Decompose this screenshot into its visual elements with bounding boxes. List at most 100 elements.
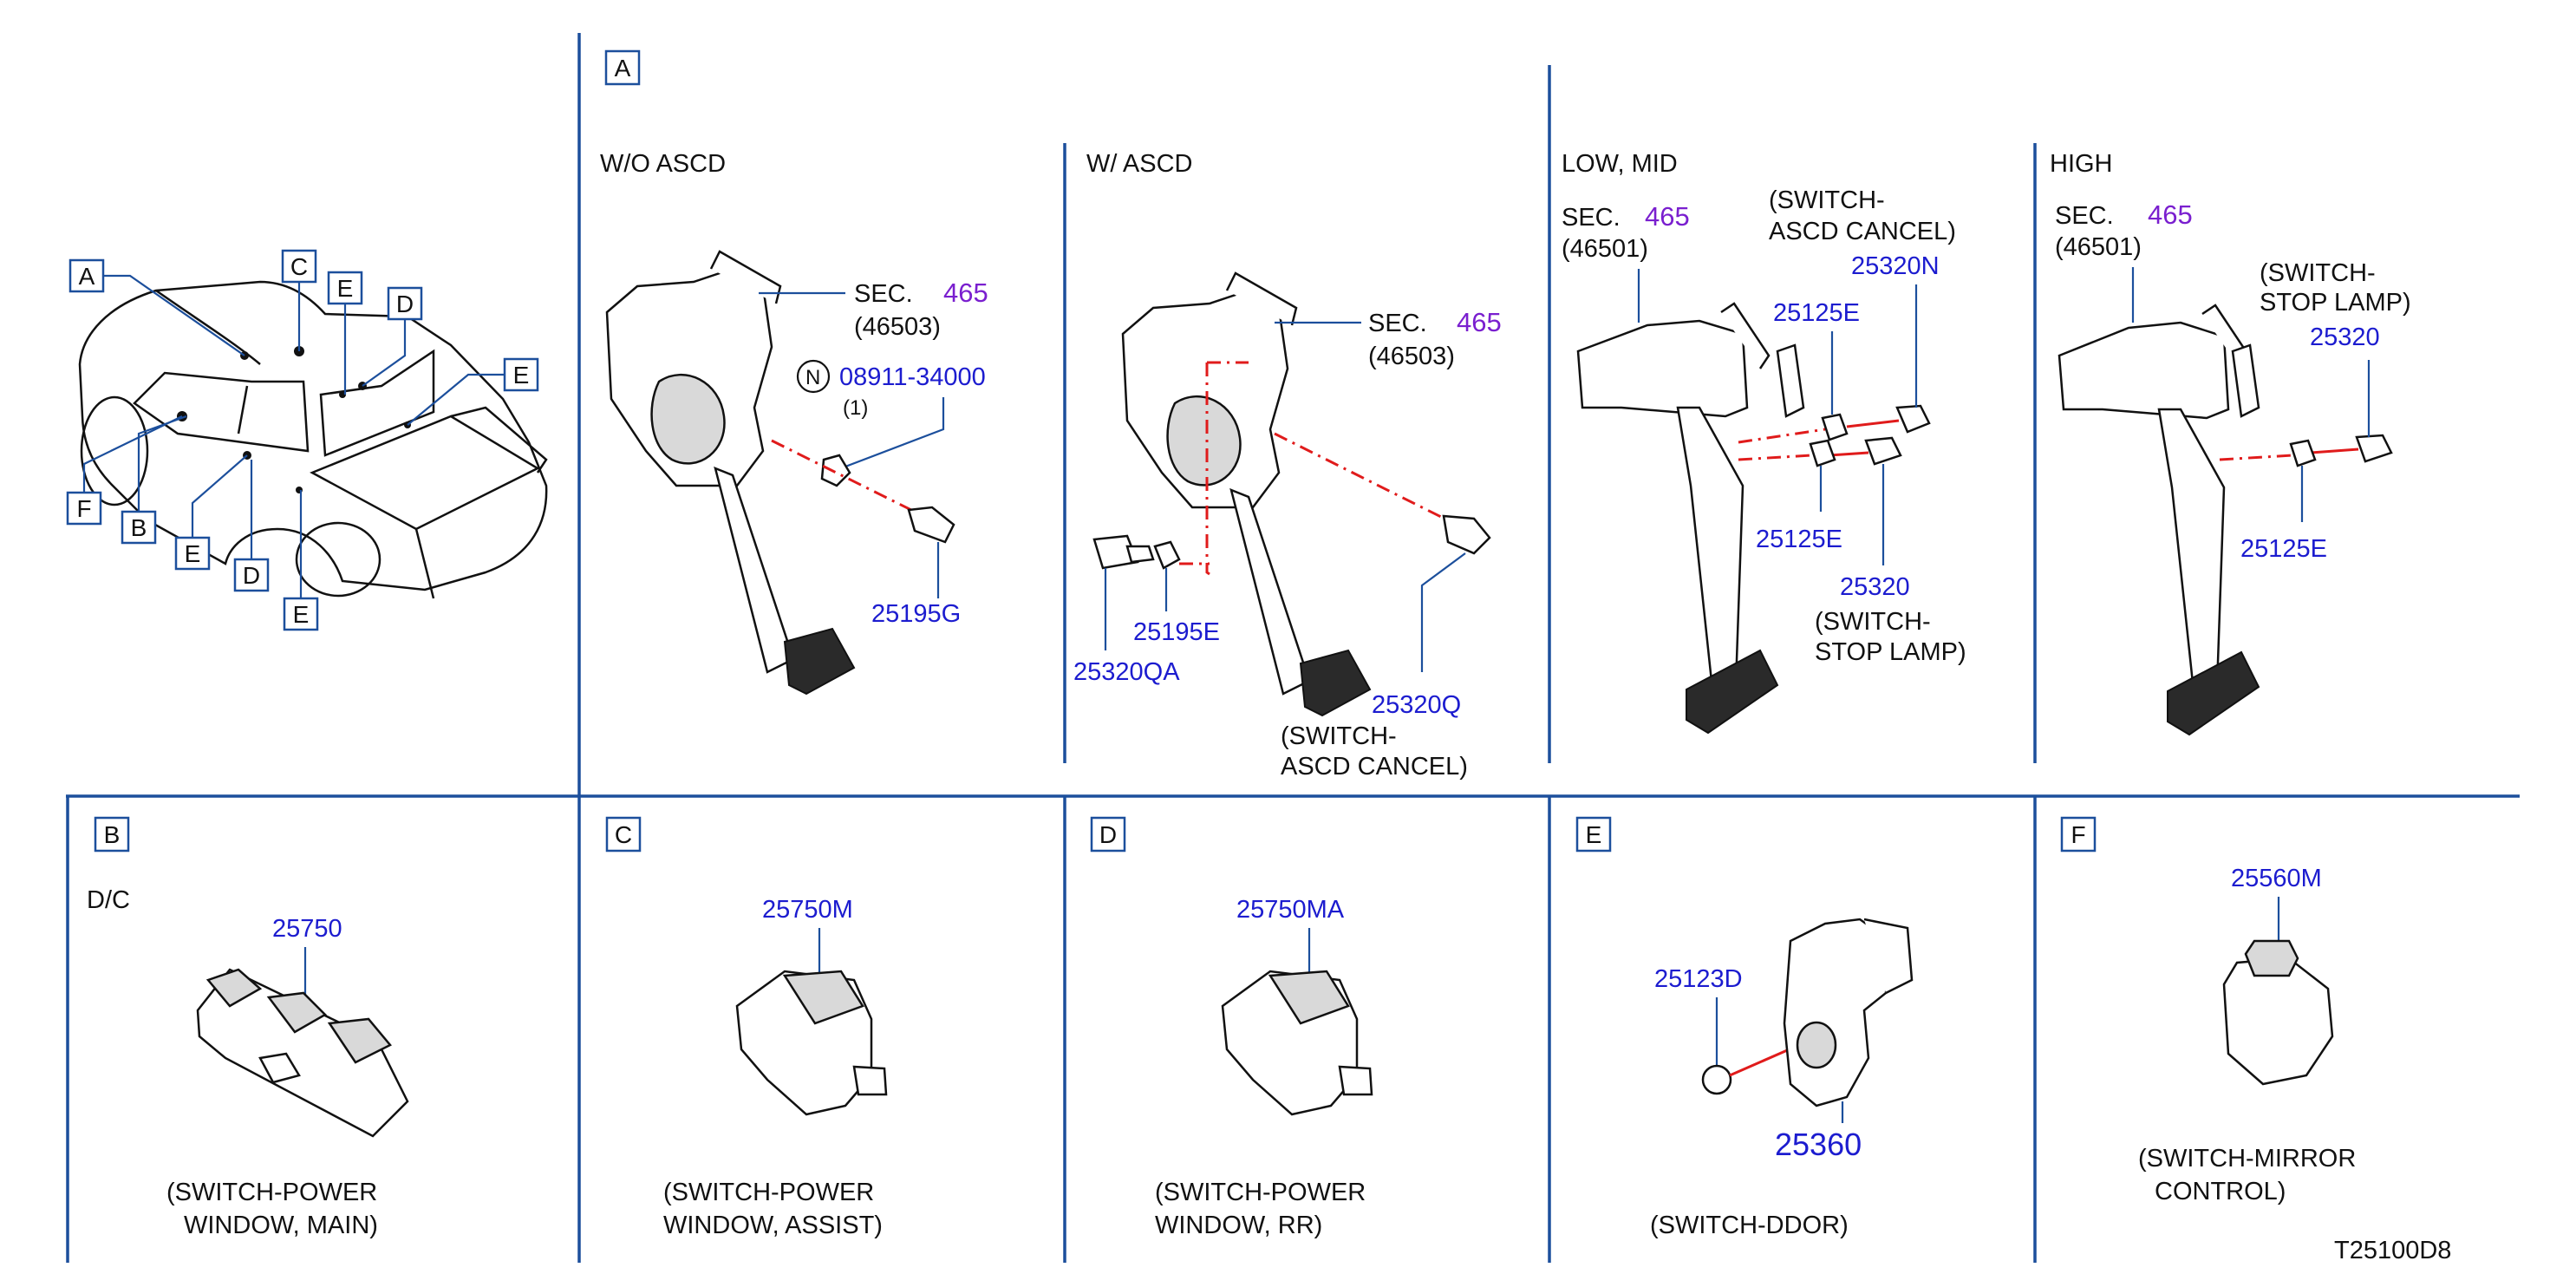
car-front-door-window (133, 371, 310, 453)
w-ascd-pedal-pad (1299, 649, 1372, 717)
callout-f: F (66, 491, 102, 526)
car-pillar (237, 385, 249, 434)
w-ascd-pedal-arm (1229, 487, 1311, 696)
panel-f-letter-box (2060, 816, 2097, 853)
w-ascd-part-25195e: 25195E (1133, 618, 1220, 646)
high-sec-ref: (46501) (2055, 233, 2142, 261)
low-mid-pedal-bracket (1576, 319, 1749, 418)
low-mid-part-25320n: 25320N (1851, 252, 1940, 280)
low-mid-note-line2: ASCD CANCEL) (1769, 218, 1956, 245)
section-high: HIGH SEC. 465 (46501) (SWITCH- STOP LAMP… (2050, 150, 2411, 736)
svg-text:E: E (185, 540, 201, 567)
w-ascd-sec-number: 465 (1457, 307, 1502, 337)
panel-f-caption-line2: CONTROL) (2155, 1178, 2286, 1205)
panel-f-mirror-switch-body (2222, 957, 2334, 1086)
high-pedal-arm (2157, 408, 2226, 693)
low-mid-sec-ref: (46501) (1562, 235, 1648, 263)
panel-a-letter-box (604, 49, 641, 86)
overview-leaders (82, 274, 505, 598)
panel-c-part-number: 25750M (762, 896, 853, 924)
panel-c-connector-tab (852, 1065, 888, 1096)
high-pedal-pad (2167, 650, 2260, 736)
wo-ascd-sec-number: 465 (943, 278, 988, 308)
low-mid-part-25125e-top: 25125E (1773, 299, 1860, 327)
vehicle-overview (78, 280, 548, 599)
callout-d-lower: D (233, 558, 270, 592)
panel-f-mirror-knob (2244, 939, 2299, 977)
w-ascd-spring (1166, 395, 1242, 487)
wo-ascd-spring (650, 373, 726, 465)
panel-c-caption-line1: (SWITCH-POWER (663, 1179, 874, 1206)
low-mid-part-25125e-bottom: 25125E (1756, 526, 1842, 553)
panel-b-part-number: 25750 (272, 915, 342, 943)
panel-b-lock-button (258, 1052, 301, 1084)
panel-e-caption-line1: (SWITCH-DDOR) (1650, 1212, 1849, 1239)
w-ascd-sec-label: SEC. (1368, 310, 1427, 337)
wo-ascd-part-25195g: 25195G (871, 600, 961, 628)
section-low-mid: LOW, MID SEC. 465 (46501) (SWITCH- ASCD … (1562, 150, 1966, 735)
callout-b: B (121, 510, 157, 545)
panel-d-caption-line2: WINDOW, RR) (1155, 1212, 1322, 1239)
svg-text:E: E (293, 601, 310, 628)
wo-ascd-nut (820, 454, 851, 487)
panel-b-switch-button-3 (327, 1017, 392, 1064)
callout-e-right: E (503, 357, 539, 392)
panel-d: D 25750MA (SWITCH-POWER WINDOW, RR) (1090, 816, 1373, 1239)
high-heading: HIGH (2050, 150, 2113, 178)
panel-frame-lines (66, 33, 2520, 1263)
svg-text:D: D (243, 562, 260, 589)
low-mid-stop-bracket (1776, 343, 1805, 418)
car-bed-rail (450, 406, 548, 474)
w-ascd-heading: W/ ASCD (1086, 150, 1192, 178)
panel-e-screw-part-number: 25123D (1654, 965, 1743, 993)
panel-e-door-switch-bracket (1863, 918, 1914, 995)
w-ascd-switch-plunger (1125, 545, 1155, 564)
svg-text:F: F (76, 495, 91, 522)
panel-c-caption-line2: WINDOW, ASSIST) (663, 1212, 883, 1239)
wo-ascd-bolt-part-number: 08911-34000 (839, 363, 986, 391)
wo-ascd-heading: W/O ASCD (600, 150, 726, 178)
panel-b-switch-button-2 (266, 991, 328, 1034)
low-mid-part-25320: 25320 (1840, 573, 1910, 601)
panel-e-switch-part-number: 25360 (1775, 1127, 1862, 1162)
low-mid-pedal-arm (1676, 406, 1745, 691)
panel-b-letter: B (104, 821, 121, 848)
callout-e-lower: E (174, 536, 211, 571)
low-mid-caption-line2: STOP LAMP) (1815, 638, 1966, 666)
callout-e: E (327, 271, 363, 305)
low-mid-caption-line1: (SWITCH- (1815, 608, 1931, 636)
low-mid-heading: LOW, MID (1562, 150, 1678, 178)
car-windshield-edge (155, 289, 261, 365)
low-mid-stopper-lower (1809, 439, 1836, 467)
wo-ascd-n-mark: N (805, 366, 820, 389)
panel-f: F 25560M (SWITCH-MIRROR CONTROL) (2060, 816, 2356, 1205)
panel-b-switch-base (196, 968, 409, 1138)
section-wo-ascd: W/O ASCD SEC. 465 (46503) N 08911-34000 … (600, 150, 988, 696)
low-mid-note-line1: (SWITCH- (1769, 186, 1885, 214)
panel-b-variant: D/C (87, 886, 130, 914)
panel-b: B D/C 25750 (SWITCH-POWER WINDOW, MAIN) (87, 816, 409, 1239)
car-front-wheel (80, 395, 149, 506)
low-mid-stopper-upper (1821, 413, 1849, 441)
svg-text:A: A (79, 263, 95, 290)
panel-f-caption-line1: (SWITCH-MIRROR (2138, 1145, 2356, 1173)
w-ascd-part-25320q: 25320Q (1372, 691, 1461, 719)
wo-ascd-bolt-qty: (1) (843, 396, 868, 420)
high-sec-label: SEC. (2055, 202, 2114, 230)
panel-f-part-number: 25560M (2231, 865, 2322, 892)
diagram-id: T25100D8 (2334, 1237, 2451, 1264)
panel-d-letter-box (1090, 816, 1126, 853)
wo-ascd-bracket-arm (709, 250, 782, 304)
panel-a-letter: A (615, 55, 631, 82)
panel-d-part-number: 25750MA (1236, 896, 1345, 924)
svg-text:C: C (290, 253, 308, 280)
callout-c: C (281, 249, 317, 284)
car-rear-wheel (295, 521, 382, 598)
panel-c-letter: C (615, 821, 632, 848)
high-stop-bracket (2231, 343, 2260, 418)
wo-ascd-sec-ref: (46503) (854, 313, 941, 341)
low-mid-sec-number: 465 (1645, 201, 1690, 232)
wo-ascd-n-mark-circle (796, 359, 831, 394)
panel-e-letter: E (1586, 821, 1602, 848)
section-w-ascd: W/ ASCD SEC. 465 (46503) 25195E 25320QA … (1073, 150, 1502, 781)
